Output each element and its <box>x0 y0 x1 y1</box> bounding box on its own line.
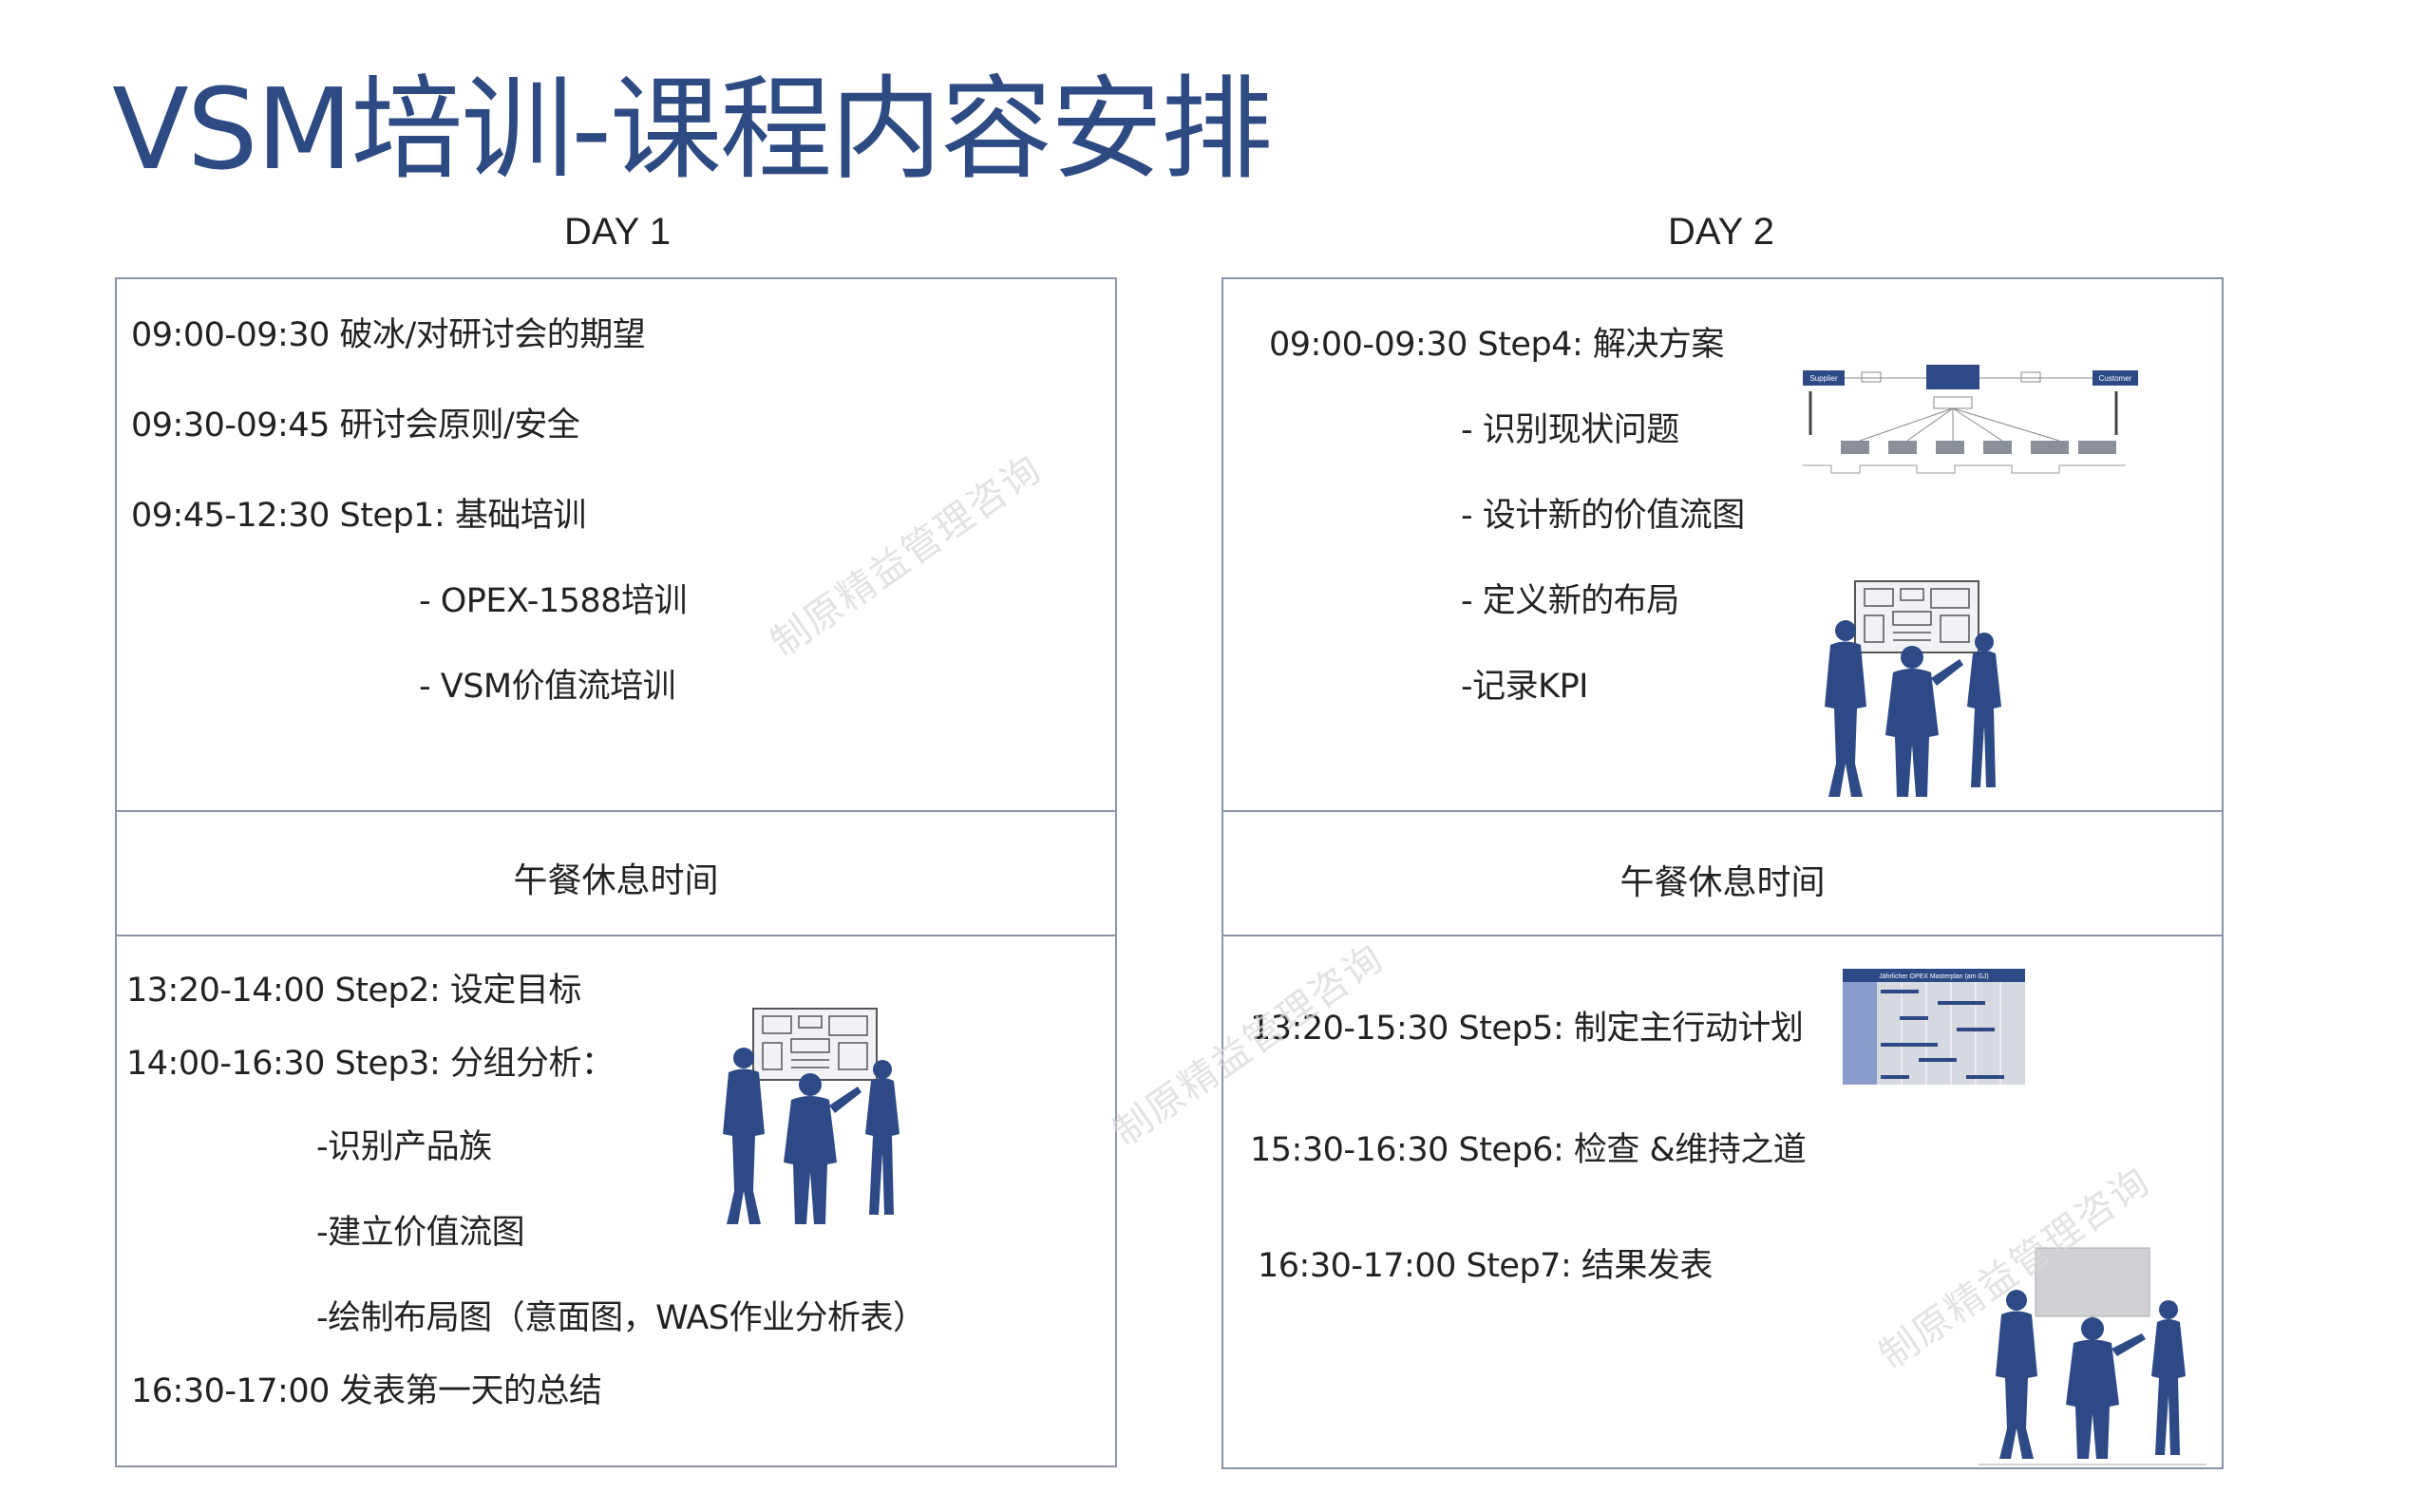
day2-label: DAY 2 <box>1668 211 1774 253</box>
day2-afternoon-item: 15:30-16:30 Step6: 检查 &维持之道 <box>1250 1131 1807 1169</box>
day1-afternoon-item: 13:20-14:00 Step2: 设定目标 <box>126 972 581 1010</box>
day1-afternoon-subitem: -建立价值流图 <box>316 1214 525 1252</box>
vsm-customer-label: Customer <box>2099 374 2132 383</box>
day1-morning-subitem: - OPEX-1588培训 <box>419 582 687 620</box>
day2-panel: 09:00-09:30 Step4: 解决方案 - 识别现状问题 - 设计新的价… <box>1221 277 2224 1469</box>
opex-masterplan-thumbnail: Jährlicher OPEX Masterplan (am GJ) <box>1843 969 2025 1085</box>
day2-lunch: 午餐休息时间 <box>1619 863 1826 902</box>
day2-afternoon-item: 13:20-15:30 Step5: 制定主行动计划 <box>1250 1010 1804 1048</box>
day1-afternoon-item: 14:00-16:30 Step3: 分组分析： <box>126 1045 615 1083</box>
day1-lunch: 午餐休息时间 <box>513 861 719 900</box>
day2-divider-bottom <box>1223 935 2222 936</box>
day1-panel: 09:00-09:30 破冰/对研讨会的期望 09:30-09:45 研讨会原则… <box>115 277 1117 1467</box>
day1-afternoon-item: 16:30-17:00 发表第一天的总结 <box>131 1372 602 1410</box>
vsm-supplier-label: Supplier <box>1809 374 1838 383</box>
day1-morning-subitem: - VSM价值流培训 <box>419 668 676 706</box>
day2-morning-item: 09:00-09:30 Step4: 解决方案 <box>1269 326 1724 364</box>
day2-afternoon-item: 16:30-17:00 Step7: 结果发表 <box>1258 1247 1713 1285</box>
day1-afternoon-subitem: -绘制布局图（意面图，WAS作业分析表） <box>316 1299 926 1337</box>
presentation-illustration <box>1979 1247 2206 1465</box>
day2-divider-top <box>1223 810 2222 812</box>
day1-afternoon-subitem: -识别产品族 <box>316 1128 492 1166</box>
day1-morning-item: 09:00-09:30 破冰/对研讨会的期望 <box>131 316 646 354</box>
day2-morning-subitem: - 设计新的价值流图 <box>1461 497 1745 535</box>
day1-label: DAY 1 <box>564 211 671 253</box>
day1-divider-top <box>117 810 1115 812</box>
day1-divider-bottom <box>117 935 1115 936</box>
team-whiteboard-illustration <box>1825 580 2001 797</box>
day2-morning-subitem: -记录KPI <box>1461 668 1589 706</box>
day1-morning-item: 09:30-09:45 研讨会原则/安全 <box>131 406 580 444</box>
day2-morning-subitem: - 定义新的布局 <box>1461 582 1679 620</box>
masterplan-header: Jährlicher OPEX Masterplan (am GJ) <box>1879 973 1989 980</box>
page-title: VSM培训-课程内容安排 <box>112 64 1273 195</box>
team-whiteboard-illustration <box>723 1008 900 1224</box>
day2-morning-subitem: - 识别现状问题 <box>1461 411 1679 449</box>
value-stream-map-thumbnail: Supplier Customer <box>1803 365 2138 474</box>
day1-morning-item: 09:45-12:30 Step1: 基础培训 <box>131 497 586 535</box>
